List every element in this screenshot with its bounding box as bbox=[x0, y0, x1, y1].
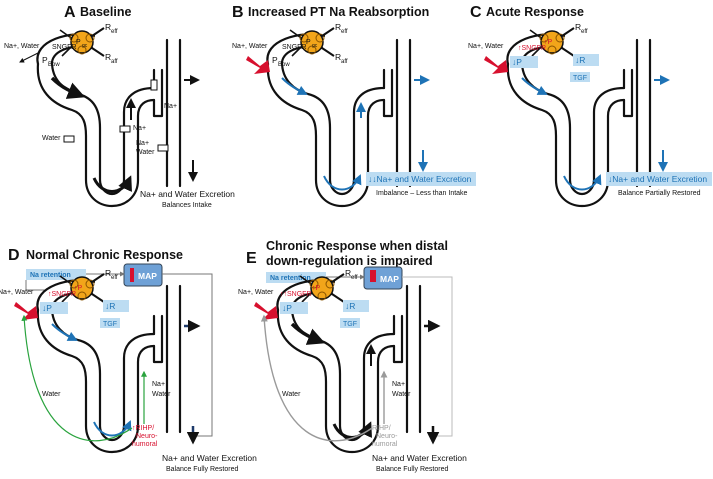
water-label-2: Water bbox=[136, 149, 155, 156]
tgf-label: TGF bbox=[103, 321, 117, 328]
restored-label: Balance Fully Restored bbox=[166, 466, 238, 473]
r-aff-label: R bbox=[335, 52, 341, 62]
r-aff-sub: aff bbox=[111, 59, 118, 65]
na-water-label: Na+, Water bbox=[4, 43, 40, 50]
pgc-label: P bbox=[306, 39, 311, 46]
pgc-up-label: ↑P bbox=[544, 39, 553, 46]
neuro-label: Neuro- bbox=[136, 433, 158, 440]
p-bow-down-label: ↓P bbox=[282, 303, 292, 313]
balance-label: Balances Intake bbox=[162, 202, 212, 209]
panel-c: C Acute Response ↑P R eff ↓R ↑SNGFR ↓P T… bbox=[468, 4, 712, 208]
p-bow-down-label: ↓P bbox=[512, 57, 522, 67]
panel-letter: D bbox=[8, 247, 20, 264]
na-water-label: Na+, Water bbox=[0, 289, 34, 296]
panel-title-line2: down-regulation is impaired bbox=[266, 254, 433, 268]
na-retention-label: Na retention bbox=[270, 275, 311, 282]
pgc-label: P bbox=[76, 39, 81, 46]
na-retention-label: Na retention bbox=[30, 272, 71, 279]
tgf-label: TGF bbox=[343, 321, 357, 328]
rihp-label: RIHP/ bbox=[372, 425, 391, 432]
rihp-label: ↑RIHP/ bbox=[132, 425, 154, 432]
r-eff-label: R bbox=[105, 22, 111, 32]
r-eff-sub: eff bbox=[351, 275, 358, 281]
water-label-2: Water bbox=[152, 391, 171, 398]
excretion-label: Na+ and Water Excretion bbox=[140, 189, 235, 199]
na-label-2: Na+ bbox=[133, 125, 146, 132]
r-eff-label: R bbox=[575, 22, 581, 32]
na-label: Na+ bbox=[392, 381, 405, 388]
restored-label: Balance Fully Restored bbox=[376, 466, 448, 473]
panel-title-line1: Chronic Response when distal bbox=[266, 239, 448, 253]
r-eff-sub: eff bbox=[341, 29, 348, 35]
excretion-down2-label: ↓↓Na+ and Water Excretion bbox=[368, 174, 472, 184]
p-bow-label: P bbox=[42, 55, 48, 65]
neuro-label: Neuro- bbox=[376, 433, 398, 440]
na-water-label: Na+, Water bbox=[232, 43, 268, 50]
r-aff-label: R bbox=[105, 52, 111, 62]
panel-letter: B bbox=[232, 4, 244, 21]
excretion-label: Na+ and Water Excretion bbox=[162, 453, 257, 463]
na-water-label: Na+, Water bbox=[468, 43, 504, 50]
panel-title: Baseline bbox=[80, 5, 131, 19]
map-label: MAP bbox=[138, 271, 157, 281]
p-bow-sub: Bow bbox=[278, 62, 290, 68]
p-bow-sub: Bow bbox=[48, 62, 60, 68]
na-label: Na+ bbox=[152, 381, 165, 388]
sngfr-up-label: ↑SNGFR bbox=[518, 45, 546, 52]
r-eff-label: R bbox=[105, 268, 111, 278]
r-eff-label: R bbox=[345, 268, 351, 278]
sngfr-upup-label: ↑↑SNGFR bbox=[280, 291, 312, 298]
sngfr-label: SNGFR bbox=[52, 44, 77, 51]
pgc-up-label: ↑P bbox=[312, 285, 321, 292]
imbalance-label: Imbalance – Less than Intake bbox=[376, 190, 468, 197]
panel-title: Normal Chronic Response bbox=[26, 248, 183, 262]
r-eff-label: R bbox=[335, 22, 341, 32]
water-label: Water bbox=[282, 391, 301, 398]
pgc-sub: gc bbox=[82, 43, 88, 49]
r-aff-sub: aff bbox=[341, 59, 348, 65]
p-bow-label: P bbox=[272, 55, 278, 65]
pgc-up-label: ↑P bbox=[74, 285, 83, 292]
water-label: Water bbox=[42, 135, 61, 142]
map-label: MAP bbox=[380, 274, 399, 284]
p-bow-down-label: ↓P bbox=[42, 303, 52, 313]
na-label-3: Na+ bbox=[136, 140, 149, 147]
r-eff-sub: eff bbox=[111, 275, 118, 281]
r-aff-down-label: ↓R bbox=[105, 301, 115, 311]
sngfr-label: SNGFR bbox=[282, 44, 307, 51]
panel-letter: E bbox=[246, 250, 257, 267]
panel-a: A Baseline P gc R eff R aff SNGFR P Bow … bbox=[4, 4, 235, 209]
r-aff-down-label: ↓R bbox=[575, 55, 585, 65]
panel-title: Acute Response bbox=[486, 5, 584, 19]
r-eff-sub: eff bbox=[111, 29, 118, 35]
excretion-label: Na+ and Water Excretion bbox=[372, 453, 467, 463]
water-label-2: Water bbox=[392, 391, 411, 398]
sngfr-up-label: ↑SNGFR bbox=[48, 291, 76, 298]
humoral-label: humoral bbox=[132, 441, 158, 448]
panel-d: D Normal Chronic Response Na retention M… bbox=[0, 247, 257, 473]
panel-letter: A bbox=[64, 4, 76, 21]
panel-letter: C bbox=[470, 4, 482, 21]
na-label: Na+ bbox=[164, 103, 177, 110]
panel-title: Increased PT Na Reabsorption bbox=[248, 5, 429, 19]
water-label: Water bbox=[42, 391, 61, 398]
excretion-down-label: ↓Na+ and Water Excretion bbox=[608, 174, 707, 184]
r-eff-sub: eff bbox=[581, 29, 588, 35]
na-water-label: Na+, Water bbox=[238, 289, 274, 296]
partial-label: Balance Partially Restored bbox=[618, 190, 701, 197]
pgc-sub: gc bbox=[312, 43, 318, 49]
r-aff-down-label: ↓R bbox=[345, 301, 355, 311]
tgf-label: TGF bbox=[573, 75, 587, 82]
panel-e: E Chronic Response when distal down-regu… bbox=[238, 239, 467, 473]
humoral-label: humoral bbox=[372, 441, 398, 448]
panel-b: B Increased PT Na Reabsorption P gc R ef… bbox=[232, 4, 476, 208]
